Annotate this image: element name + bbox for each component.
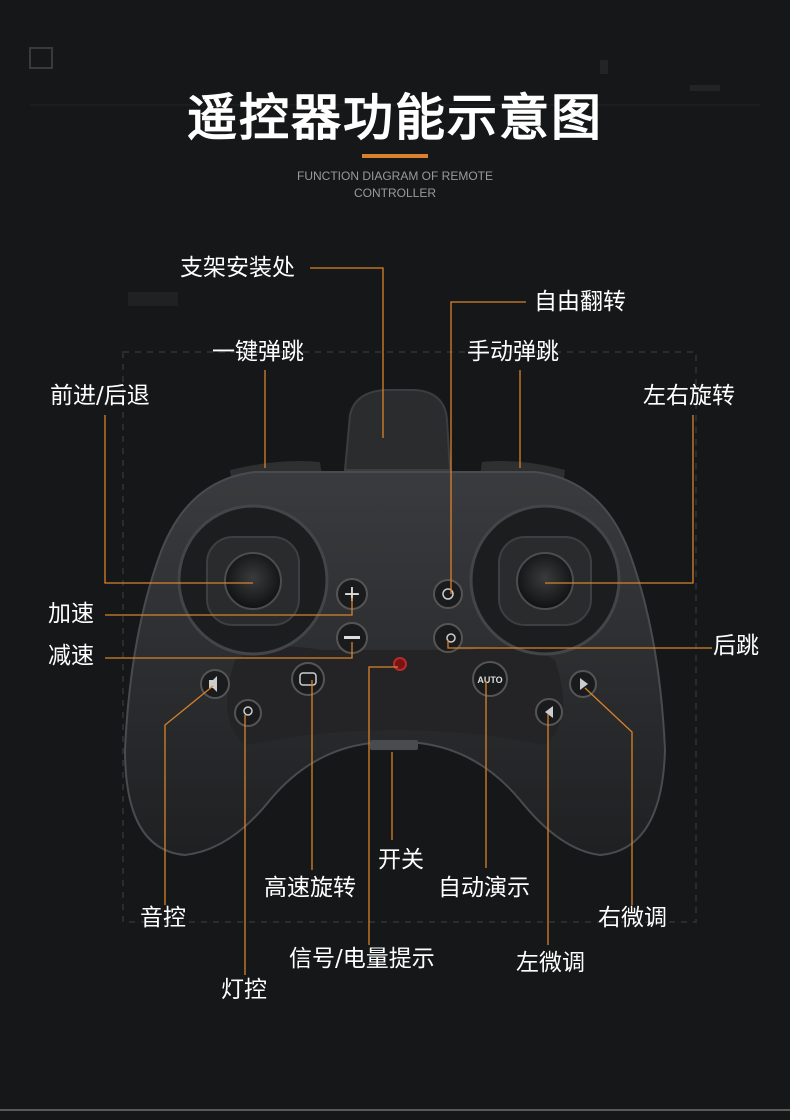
label-back-jump: 后跳 [713,633,759,659]
title-accent-bar [362,154,428,158]
label-signal-battery: 信号/电量提示 [289,946,435,972]
page-subtitle: FUNCTION DIAGRAM OF REMOTE CONTROLLER [245,168,545,202]
label-speed-up: 加速 [48,601,94,627]
label-power-switch: 开关 [378,847,424,873]
bracket-mount [343,389,452,471]
signal-indicator-led [393,657,407,671]
label-auto-flip: 自由翻转 [534,289,626,315]
label-forward-back: 前进/后退 [50,383,150,409]
auto-button-text: AUTO [477,675,502,685]
subtitle-line-2: CONTROLLER [353,186,436,200]
speed-up-button: + [336,578,368,610]
auto-flip-button [433,579,463,609]
label-sound-control: 音控 [140,905,186,931]
high-speed-spin-button [291,662,325,696]
label-one-key-jump: 一键弹跳 [212,339,304,365]
label-light-control: 灯控 [221,977,267,1003]
label-bracket-mount: 支架安装处 [180,255,295,281]
left-joystick [224,552,282,610]
leader-lines [104,267,712,975]
sound-control-button [200,669,230,699]
page-title: 遥控器功能示意图 [187,89,603,147]
light-control-button [234,699,262,727]
right-joystick [516,552,574,610]
right-trim-button [569,670,597,698]
label-slow-down: 减速 [48,643,94,669]
label-high-speed-spin: 高速旋转 [264,875,356,901]
power-switch [370,740,418,750]
label-right-trim: 右微调 [598,905,667,931]
label-rotate: 左右旋转 [643,383,735,409]
subtitle-line-1: FUNCTION DIAGRAM OF REMOTE [297,169,493,183]
svg-text:+: + [343,582,361,607]
label-auto-demo: 自动演示 [438,875,530,901]
left-trim-button [535,698,563,726]
label-manual-jump: 手动弹跳 [467,339,559,365]
auto-demo-button: AUTO [472,661,508,697]
label-left-trim: 左微调 [516,950,585,976]
back-jump-button [433,623,463,653]
